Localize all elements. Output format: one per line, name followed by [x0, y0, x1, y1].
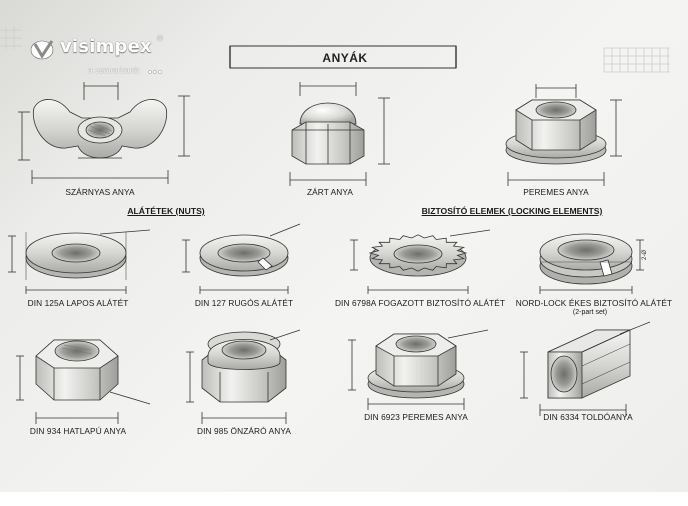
visimpex-logo: visimpex ® a csavarbarát — [30, 34, 180, 82]
label-cap-nut: ZÁRT ANYA — [306, 187, 354, 197]
label-nordlock-washer: NORD-LOCK ÉKES BIZTOSÍTÓ ALÁTÉT — [515, 298, 673, 308]
brand-name: visimpex — [60, 36, 152, 57]
title-frame — [229, 45, 457, 69]
label-coupling-nut: DIN 6334 TOLDÓANYA — [543, 412, 633, 422]
grid-pattern-top-right — [603, 47, 670, 73]
label-flange-nut: PEREMES ANYA — [523, 187, 589, 197]
nordlock-washer-drawing — [539, 233, 644, 294]
flat-washer-drawing — [8, 229, 151, 294]
section-locking-heading: BIZTOSÍTÓ ELEMEK (LOCKING ELEMENTS) — [421, 206, 603, 216]
label-toothed-lock-washer: DIN 6798A FOGAZOTT BIZTOSÍTÓ ALÁTÉT — [334, 298, 506, 308]
registered-mark: ® — [157, 34, 163, 43]
toothed-lock-washer-drawing — [350, 229, 491, 294]
label-din6923-flange-nut: DIN 6923 PEREMES ANYA — [364, 412, 468, 422]
label-hex-nut: DIN 934 HATLAPÚ ANYA — [29, 426, 127, 436]
label-self-locking-nut: DIN 985 ÖNZÁRÓ ANYA — [197, 426, 291, 436]
hex-nut-drawing — [16, 339, 151, 424]
cap-nut-drawing — [289, 82, 390, 186]
coupling-nut-drawing — [520, 321, 651, 416]
label-wing-nut: SZÁRNYAS ANYA — [65, 187, 135, 197]
section-washers-heading: ALÁTÉTEK (NUTS) — [127, 206, 205, 216]
wing-nut-drawing — [18, 82, 190, 184]
flange-nut-drawing — [505, 84, 622, 186]
page-title: ANYÁK — [322, 51, 368, 65]
grid-pattern-left — [0, 26, 22, 50]
din6923-flange-nut-drawing — [348, 329, 489, 410]
nordlock-dimension-label: 2-Ø — [642, 250, 648, 260]
self-locking-nut-drawing — [186, 329, 301, 424]
label-nordlock-note: (2-part set) — [572, 309, 608, 316]
visimpex-logo-mark-icon — [30, 40, 54, 60]
label-spring-washer: DIN 127 RUGÓS ALÁTÉT — [194, 298, 294, 308]
tagline-dots-icon — [148, 70, 162, 74]
brand-tagline: a csavarbarát — [88, 65, 140, 75]
label-flat-washer: DIN 125A LAPOS ALÁTÉT — [27, 298, 129, 308]
spring-washer-drawing — [182, 223, 301, 294]
